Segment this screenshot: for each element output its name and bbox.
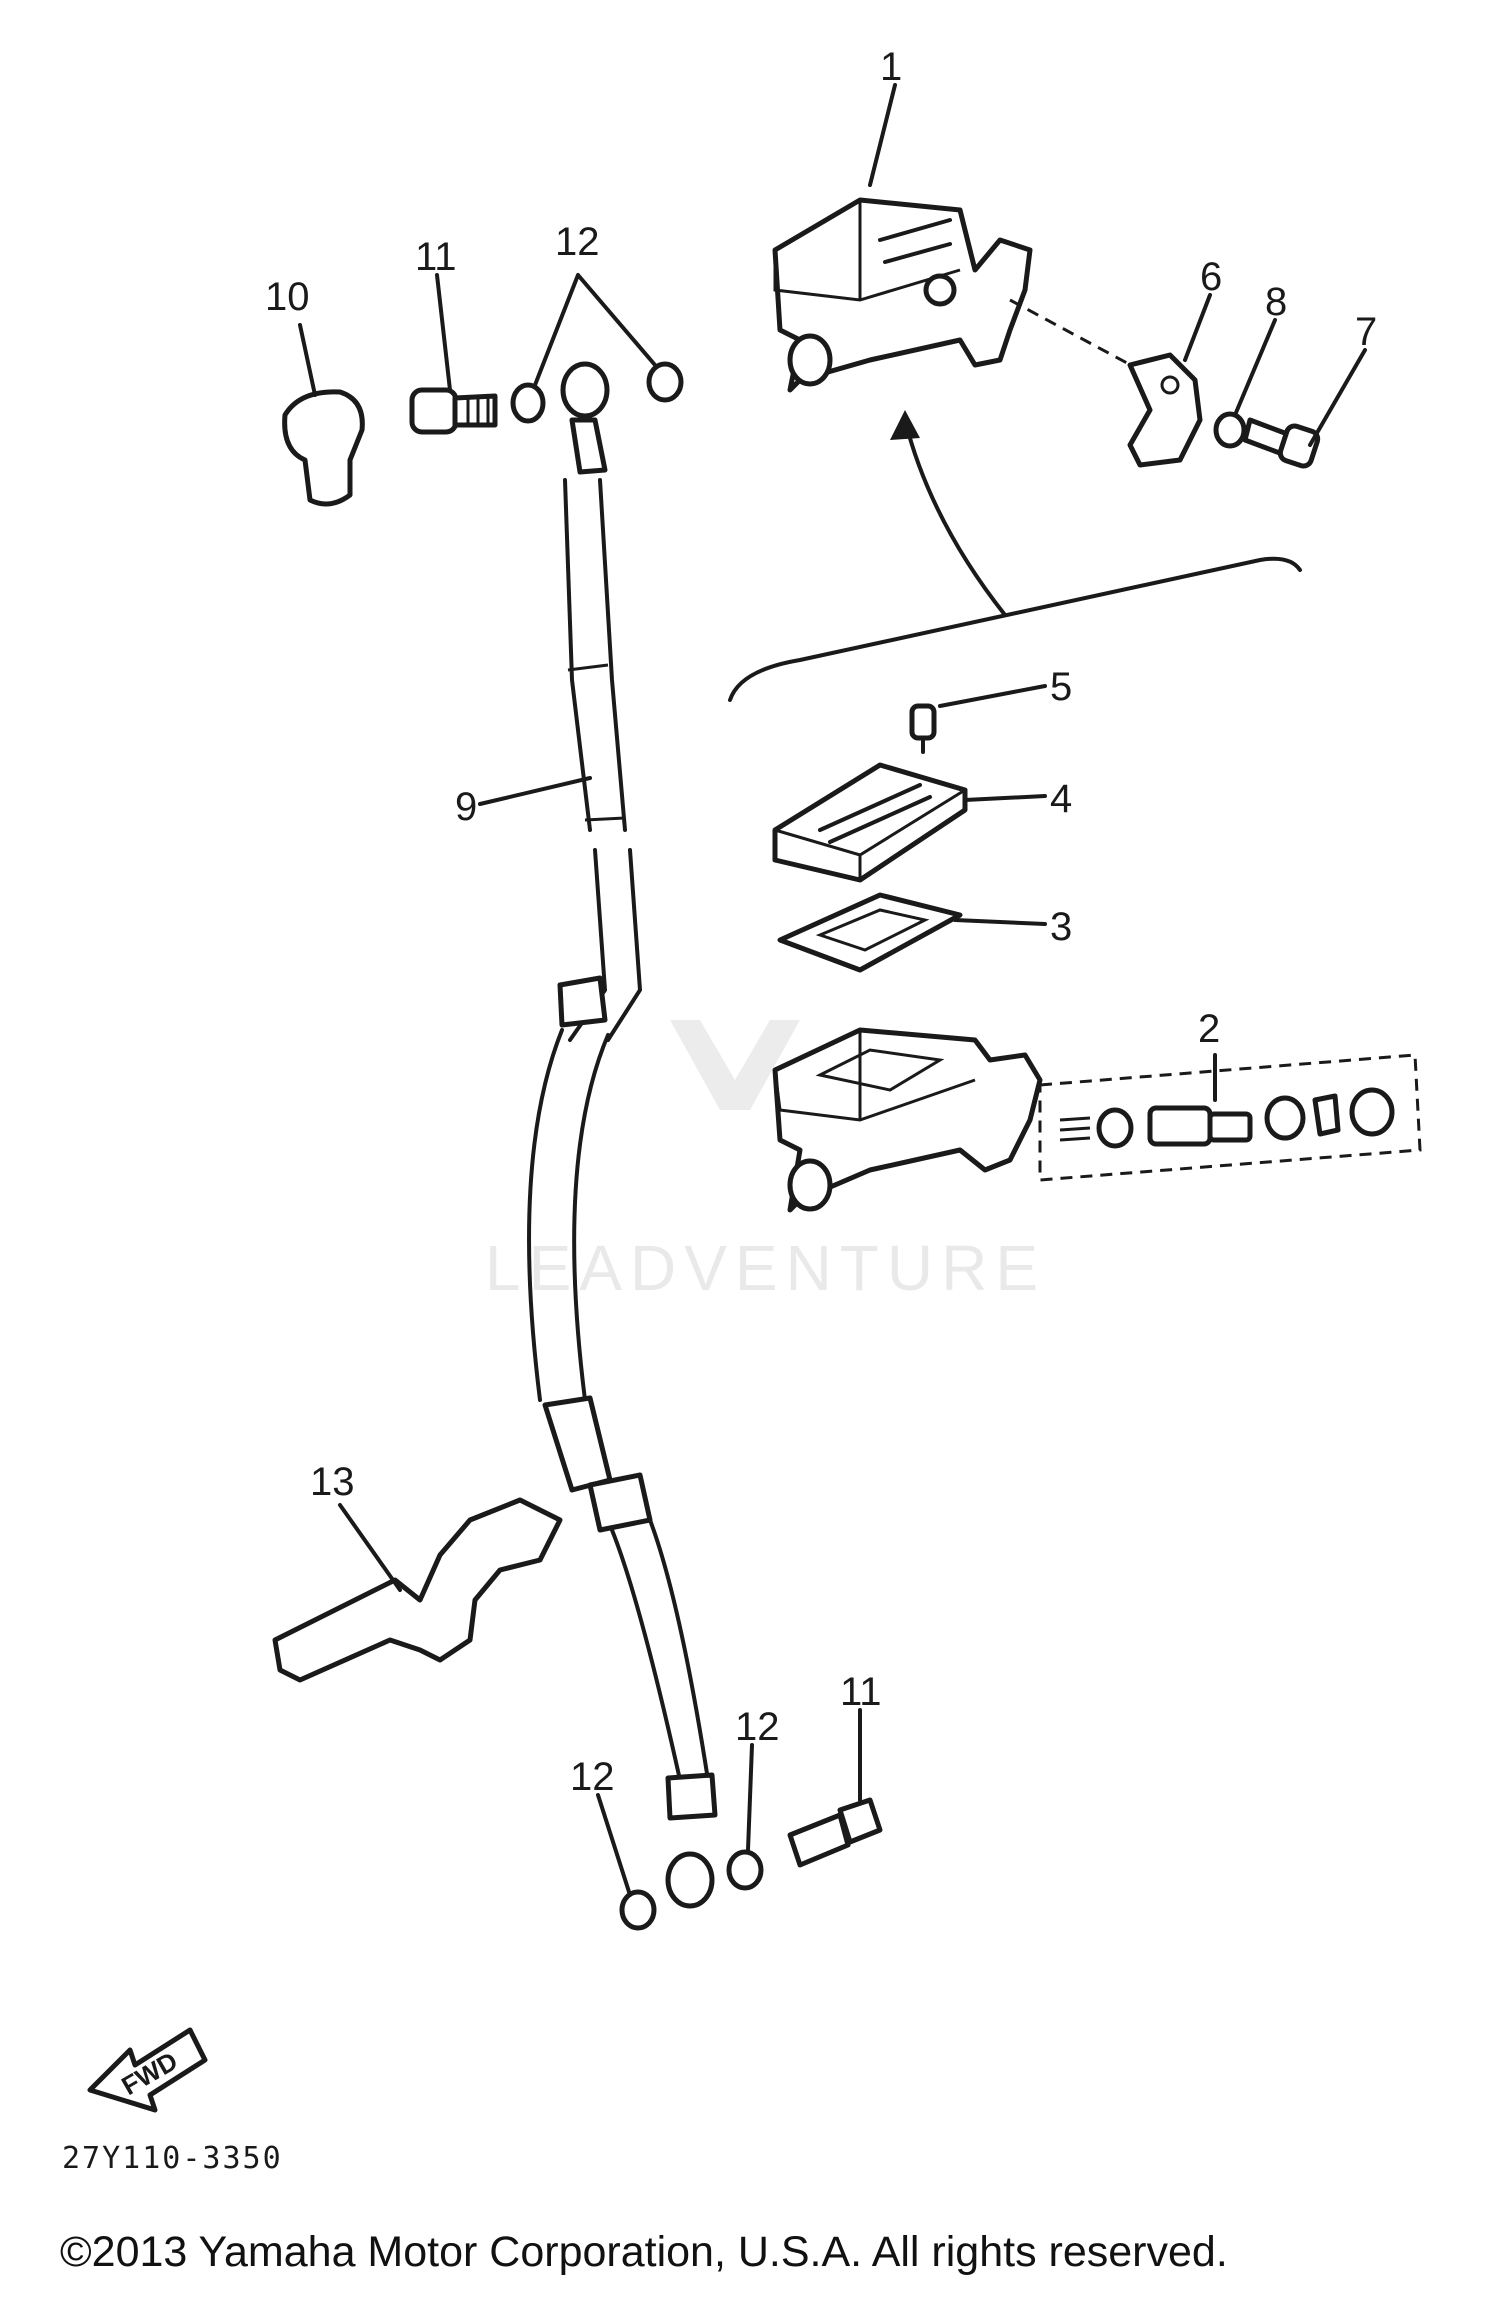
cap-10 bbox=[282, 389, 365, 507]
washer-12-upper-a bbox=[510, 382, 546, 424]
callout-5: 5 bbox=[1050, 665, 1072, 709]
washer-8 bbox=[1213, 411, 1247, 449]
master-cylinder-assembly bbox=[772, 197, 1141, 393]
piston-kit-2 bbox=[1038, 1053, 1422, 1182]
callout-9: 9 bbox=[455, 785, 477, 829]
washer-12-upper-b bbox=[646, 361, 684, 403]
leader-lines bbox=[298, 83, 1367, 1897]
callout-11-lower: 11 bbox=[840, 1670, 882, 1714]
callout-3: 3 bbox=[1050, 905, 1072, 949]
copyright-notice: ©2013 Yamaha Motor Corporation, U.S.A. A… bbox=[60, 2228, 1228, 2276]
callout-12-upper: 12 bbox=[555, 220, 600, 264]
watermark: LEADVENTURE bbox=[485, 1020, 1046, 1304]
watermark-text: LEADVENTURE bbox=[485, 1232, 1046, 1304]
callout-1: 1 bbox=[880, 45, 902, 89]
master-cylinder-body bbox=[772, 1027, 1043, 1213]
callout-12-lower-a: 12 bbox=[735, 1705, 780, 1749]
callout-8: 8 bbox=[1265, 280, 1287, 324]
bracket-13 bbox=[272, 1497, 563, 1683]
callout-13: 13 bbox=[310, 1460, 355, 1504]
forward-arrow-icon: FWD bbox=[87, 2027, 208, 2113]
callout-2: 2 bbox=[1198, 1007, 1220, 1051]
reservoir-cap-4 bbox=[772, 762, 968, 883]
union-bolt-lower bbox=[787, 1797, 883, 1868]
washer-12-lower-a bbox=[726, 1849, 764, 1891]
callout-11-upper: 11 bbox=[415, 235, 457, 279]
washer-12-lower-b bbox=[619, 1889, 657, 1931]
diaphragm-3 bbox=[777, 892, 963, 973]
diagram-code: 27Y110-3350 bbox=[62, 2141, 283, 2176]
callout-10: 10 bbox=[265, 275, 310, 319]
callout-12-lower-b: 12 bbox=[570, 1755, 615, 1799]
assembly-arrow bbox=[903, 418, 1007, 617]
callout-7: 7 bbox=[1355, 310, 1377, 354]
brake-hose-9 bbox=[527, 417, 718, 1909]
banjo-upper bbox=[560, 361, 610, 419]
callout-4: 4 bbox=[1050, 777, 1072, 821]
bolt-7 bbox=[1242, 417, 1321, 469]
callout-6: 6 bbox=[1200, 255, 1222, 299]
screw-5 bbox=[909, 703, 937, 754]
lever-holder bbox=[1127, 352, 1203, 468]
separator-curve bbox=[728, 556, 1302, 702]
arrow-head bbox=[890, 410, 920, 440]
union-bolt-upper bbox=[409, 387, 498, 435]
